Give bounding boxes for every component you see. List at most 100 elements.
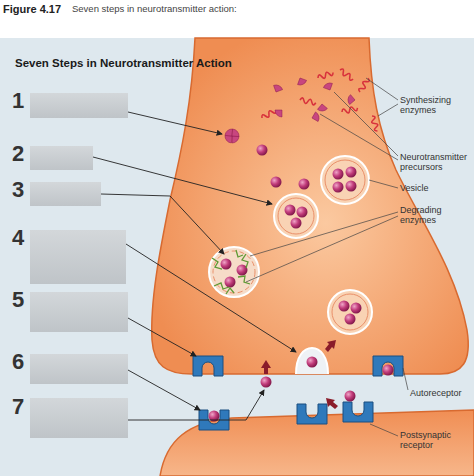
leader-line	[128, 112, 222, 134]
label-leader	[320, 114, 398, 160]
synthesizing-enzymes	[300, 98, 317, 106]
synthesizing-enzymes	[339, 68, 355, 81]
part-label: Degrading enzymes	[400, 205, 470, 226]
callout-number: 3	[12, 177, 32, 202]
neurotransmitter-precursors	[224, 135, 232, 143]
neurotransmitter-precursors	[224, 78, 355, 156]
neurotransmitter-precursors	[323, 81, 332, 90]
answer-box	[30, 398, 128, 438]
vesicle	[299, 179, 310, 190]
part-label: Postsynaptic receptor	[400, 430, 470, 451]
neurotransmitter-precursors	[232, 129, 240, 137]
vesicle	[325, 160, 365, 200]
leader-line	[128, 390, 264, 420]
answer-box	[30, 146, 93, 170]
vesicle	[321, 156, 369, 204]
movement-arrow	[261, 340, 338, 409]
vesicle	[328, 290, 372, 334]
vesicle	[271, 177, 282, 188]
callout-number: 2	[12, 141, 32, 166]
leader-line	[93, 157, 272, 204]
figure-caption: Seven steps in neurotransmitter action:	[72, 4, 332, 15]
panel-background	[0, 38, 474, 476]
vesicle	[333, 169, 344, 180]
degrading-enzymes	[213, 251, 255, 293]
postsynaptic-receptor	[343, 402, 373, 422]
part-label: Vesicle	[400, 183, 470, 193]
answer-box	[30, 354, 128, 384]
vesicle	[278, 198, 314, 234]
label-leader	[403, 368, 408, 390]
degrading-enzymes	[209, 247, 259, 297]
answer-box	[30, 93, 128, 438]
part-label: Synthesizing enzymes	[400, 95, 470, 116]
degrading-enzymes	[237, 265, 248, 276]
movement-arrow	[325, 340, 336, 352]
degrading-enzymes	[212, 250, 250, 294]
neurotransmitter-precursors	[232, 136, 239, 143]
vesicle	[291, 218, 302, 229]
callout-number: 1	[12, 88, 32, 113]
vesicle	[285, 205, 296, 216]
autoreceptor	[373, 356, 403, 376]
part-label: Neurotransmitter precursors	[400, 152, 474, 173]
autoreceptor	[383, 365, 394, 376]
neurotransmitter-precursors	[225, 128, 233, 136]
released-neurotransmitter	[261, 377, 356, 402]
neurotransmitter-precursors	[257, 145, 268, 156]
leader-line	[128, 370, 200, 410]
callout-number: 7	[12, 394, 32, 419]
label-leader	[378, 104, 398, 116]
vesicle	[271, 156, 373, 334]
movement-arrow	[261, 360, 271, 374]
released-neurotransmitter	[345, 391, 356, 402]
neurotransmitter-precursors	[318, 104, 328, 114]
leader-line	[93, 112, 296, 420]
leader-line	[128, 318, 196, 356]
autoreceptor	[193, 356, 403, 376]
callout-number: 5	[12, 287, 32, 312]
vesicle	[274, 194, 318, 238]
callout-number: 4	[12, 225, 32, 250]
exocytosis	[307, 357, 318, 368]
part-label: Autoreceptor	[410, 388, 474, 398]
answer-box	[30, 292, 128, 332]
vesicle	[346, 167, 357, 178]
vesicle	[297, 207, 308, 218]
vesicle	[332, 294, 368, 330]
label-leader	[334, 92, 398, 156]
degrading-enzymes	[209, 247, 259, 297]
vesicle	[345, 314, 356, 325]
vesicle	[351, 303, 362, 314]
degrading-enzymes	[221, 259, 232, 270]
neurotransmitter-precursors	[312, 112, 322, 122]
label-leader	[246, 78, 408, 436]
postsynaptic-receptor	[199, 402, 373, 430]
synthesizing-enzymes	[317, 70, 334, 80]
autoreceptor	[193, 356, 223, 376]
released-neurotransmitter	[261, 377, 272, 388]
leader-line	[126, 244, 296, 352]
synthesizing-enzymes	[261, 108, 277, 120]
label-leader	[370, 424, 398, 436]
neurotransmitter-precursors	[345, 95, 355, 105]
neurotransmitter-precursors	[298, 78, 307, 87]
vesicle	[333, 182, 344, 193]
callout-number: 6	[12, 349, 32, 374]
label-leader	[250, 212, 398, 256]
answer-box	[30, 93, 128, 118]
answer-box	[30, 182, 101, 206]
neurotransmitter-precursors	[275, 110, 282, 117]
synthesizing-enzymes	[261, 68, 380, 132]
degrading-enzymes	[225, 277, 236, 288]
exocytosis	[296, 348, 328, 374]
postsynaptic-receptor	[297, 404, 327, 424]
exocytosis	[296, 348, 328, 374]
label-leader	[369, 180, 398, 188]
movement-arrow	[326, 398, 338, 409]
figure-number: Figure 4.17	[3, 3, 83, 16]
label-leader	[366, 78, 398, 100]
leader-line	[101, 194, 224, 254]
answer-box	[30, 230, 126, 284]
vesicle	[346, 181, 357, 192]
